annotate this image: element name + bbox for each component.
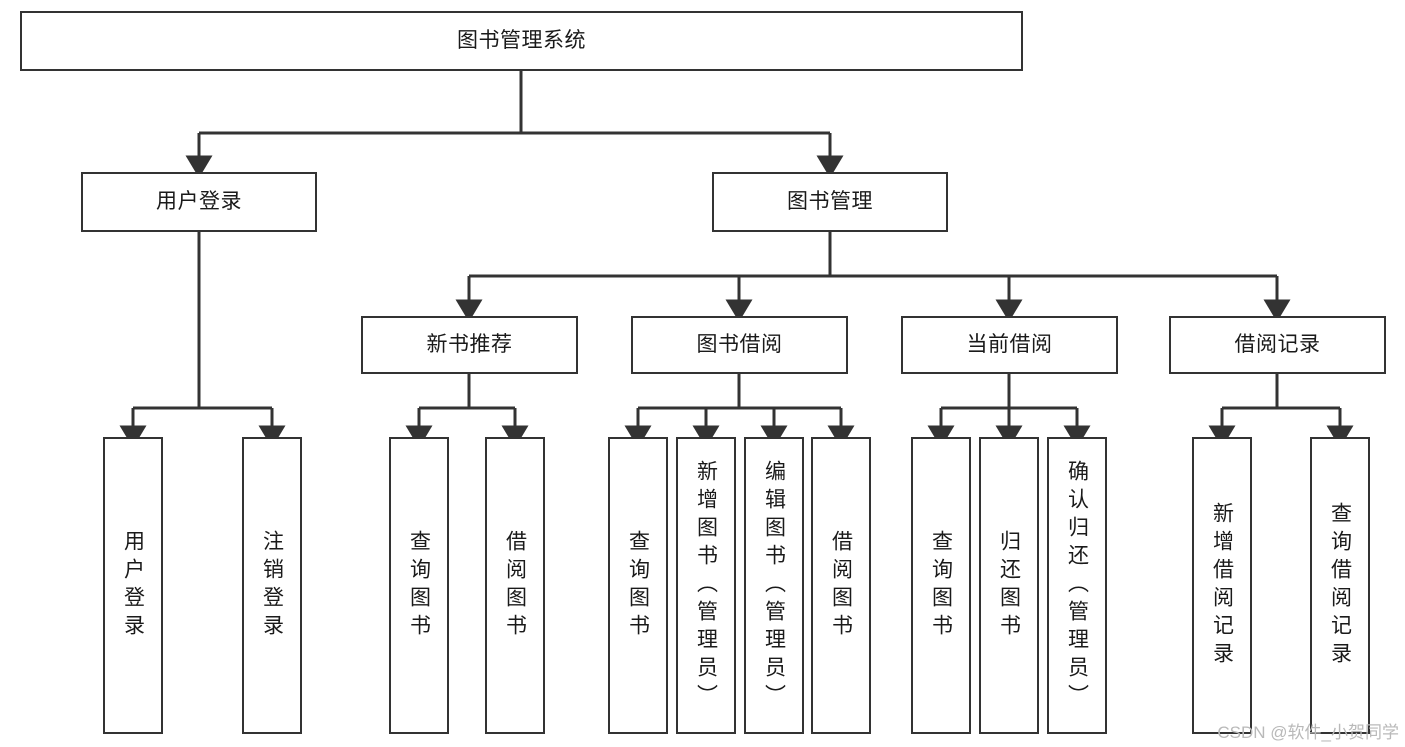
node-leaf-query-book-2[interactable]: 查询图书 bbox=[608, 437, 668, 734]
node-leaf-borrow-book-2[interactable]: 借阅图书 bbox=[811, 437, 871, 734]
node-borrow-record[interactable]: 借阅记录 bbox=[1169, 316, 1386, 374]
node-book-manage[interactable]: 图书管理 bbox=[712, 172, 948, 232]
node-leaf-add-book-label: 新增图书（管理员） bbox=[694, 459, 718, 712]
node-leaf-edit-book-label: 编辑图书（管理员） bbox=[762, 459, 786, 712]
node-leaf-query-record[interactable]: 查询借阅记录 bbox=[1310, 437, 1370, 734]
node-root-label: 图书管理系统 bbox=[457, 29, 586, 53]
node-leaf-confirm-return[interactable]: 确认归还（管理员） bbox=[1047, 437, 1107, 734]
node-new-book-recommend-label: 新书推荐 bbox=[426, 333, 513, 357]
node-leaf-return-book-label: 归还图书 bbox=[997, 529, 1021, 642]
node-leaf-add-record-label: 新增借阅记录 bbox=[1210, 501, 1234, 670]
node-user-login[interactable]: 用户登录 bbox=[81, 172, 317, 232]
node-leaf-query-book-3[interactable]: 查询图书 bbox=[911, 437, 971, 734]
watermark: CSDN @软件_小贺同学 bbox=[1217, 723, 1399, 742]
node-leaf-user-login-label: 用户登录 bbox=[121, 529, 145, 642]
node-leaf-query-book-1-label: 查询图书 bbox=[407, 529, 431, 642]
node-current-borrow-label: 当前借阅 bbox=[966, 333, 1053, 357]
node-current-borrow[interactable]: 当前借阅 bbox=[901, 316, 1118, 374]
node-root[interactable]: 图书管理系统 bbox=[20, 11, 1023, 71]
node-book-manage-label: 图书管理 bbox=[787, 190, 873, 214]
node-leaf-confirm-return-label: 确认归还（管理员） bbox=[1065, 459, 1089, 712]
node-new-book-recommend[interactable]: 新书推荐 bbox=[361, 316, 578, 374]
node-leaf-query-book-3-label: 查询图书 bbox=[929, 529, 953, 642]
node-leaf-borrow-book-1-label: 借阅图书 bbox=[503, 529, 527, 642]
node-leaf-user-login[interactable]: 用户登录 bbox=[103, 437, 163, 734]
node-user-login-label: 用户登录 bbox=[156, 190, 242, 214]
node-borrow-record-label: 借阅记录 bbox=[1234, 333, 1321, 357]
node-leaf-add-record[interactable]: 新增借阅记录 bbox=[1192, 437, 1252, 734]
node-leaf-query-book-2-label: 查询图书 bbox=[626, 529, 650, 642]
node-leaf-borrow-book-2-label: 借阅图书 bbox=[829, 529, 853, 642]
node-leaf-return-book[interactable]: 归还图书 bbox=[979, 437, 1039, 734]
node-leaf-query-record-label: 查询借阅记录 bbox=[1328, 501, 1352, 670]
node-leaf-borrow-book-1[interactable]: 借阅图书 bbox=[485, 437, 545, 734]
node-leaf-user-logout[interactable]: 注销登录 bbox=[242, 437, 302, 734]
node-leaf-edit-book[interactable]: 编辑图书（管理员） bbox=[744, 437, 804, 734]
node-book-borrow[interactable]: 图书借阅 bbox=[631, 316, 848, 374]
node-leaf-add-book[interactable]: 新增图书（管理员） bbox=[676, 437, 736, 734]
node-leaf-user-logout-label: 注销登录 bbox=[260, 529, 284, 642]
node-leaf-query-book-1[interactable]: 查询图书 bbox=[389, 437, 449, 734]
node-book-borrow-label: 图书借阅 bbox=[696, 333, 783, 357]
